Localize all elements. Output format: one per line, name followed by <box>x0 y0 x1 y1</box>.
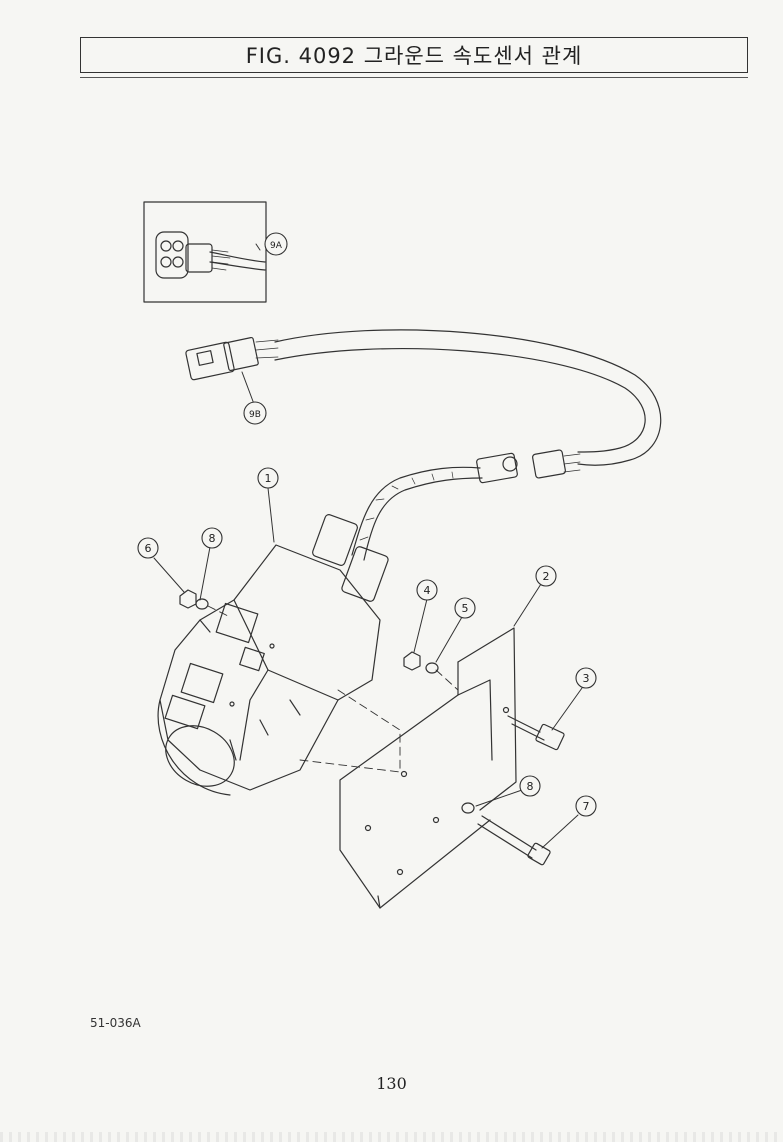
callout-label-5: 5 <box>462 602 469 615</box>
callout-circle-8-left <box>201 527 223 549</box>
callout-circle-1 <box>257 467 279 489</box>
callout-circle-5 <box>454 597 476 619</box>
bolt-item-7 <box>477 815 551 866</box>
alignment-lines <box>207 605 459 773</box>
callout-label-9a: 9A <box>270 241 283 251</box>
callout-label-3: 3 <box>583 672 590 685</box>
callout-label-4: 4 <box>424 584 431 597</box>
figure-title-box: FIG. 4092 그라운드 속도센서 관계 <box>80 37 748 73</box>
callout-circle-4 <box>416 579 438 601</box>
callout-label-8-right: 8 <box>527 780 534 793</box>
callout-circle-7 <box>575 795 597 817</box>
callout-label-2: 2 <box>543 570 550 583</box>
nut-item-4 <box>403 651 421 671</box>
callout-label-7: 7 <box>583 800 590 813</box>
nut-item-6 <box>179 589 197 609</box>
harness-cable <box>274 329 662 466</box>
mounting-bracket <box>339 627 517 909</box>
callout-circle-6 <box>137 537 159 559</box>
figure-title: FIG. 4092 그라운드 속도센서 관계 <box>245 44 583 68</box>
washer-item-8-left <box>195 598 209 610</box>
page-number: 130 <box>376 1074 407 1093</box>
callout-circle-8-right <box>519 775 541 797</box>
speed-sensor-body <box>157 514 389 796</box>
callout-circle-2 <box>535 565 557 587</box>
inset-connector-9a <box>143 201 267 303</box>
callout-circles <box>137 232 597 817</box>
callout-circle-9a <box>264 232 288 256</box>
drawing-code: 51-036A <box>90 1016 141 1030</box>
bolt-item-3 <box>507 715 565 751</box>
callout-label-8-left: 8 <box>209 532 216 545</box>
callout-label-1: 1 <box>265 472 272 485</box>
callout-circle-9b <box>243 401 267 425</box>
washer-item-8-right <box>461 802 475 814</box>
title-underline <box>80 77 748 78</box>
mid-connectors <box>476 449 581 484</box>
scan-edge-noise <box>0 1132 783 1142</box>
washer-item-5 <box>425 662 439 674</box>
connector-9b <box>185 336 279 381</box>
callout-circle-3 <box>575 667 597 689</box>
sensor-pigtail-wire <box>351 466 483 561</box>
callout-label-6: 6 <box>145 542 152 555</box>
leader-lines <box>153 243 583 849</box>
callout-label-9b: 9B <box>249 410 261 420</box>
